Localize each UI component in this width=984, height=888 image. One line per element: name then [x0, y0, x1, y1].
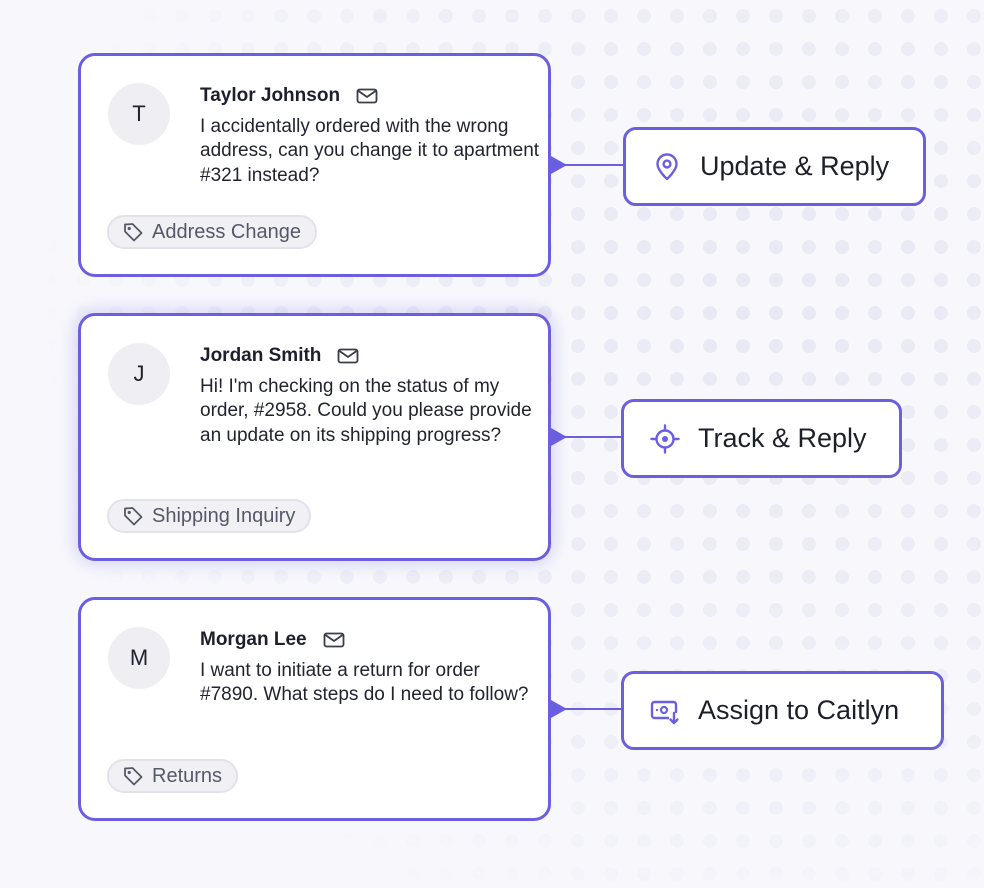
action-button-assign[interactable]: Assign to Caitlyn — [621, 671, 944, 750]
tag-icon — [124, 223, 143, 242]
tag-label: Returns — [152, 764, 223, 787]
action-label: Update & Reply — [700, 151, 890, 181]
crosshair-icon — [650, 423, 680, 454]
sender-row: Taylor Johnson — [200, 83, 378, 109]
action-button-update-reply[interactable]: Update & Reply — [623, 127, 926, 206]
tag-icon — [124, 507, 143, 526]
mail-icon — [323, 632, 345, 648]
avatar: J — [108, 343, 170, 405]
mail-icon — [338, 348, 359, 364]
connector-line — [551, 164, 626, 166]
category-tag[interactable]: Address Change — [107, 215, 317, 249]
connector-line — [551, 708, 624, 710]
avatar: T — [108, 83, 170, 145]
ticket-card[interactable]: M Morgan Lee I want to initiate a return… — [78, 597, 551, 821]
message-text: Hi! I'm checking on the status of my ord… — [200, 376, 532, 446]
ticket-card[interactable]: J Jordan Smith Hi! I'm checking on the s… — [78, 313, 551, 561]
sender-name: Jordan Smith — [200, 345, 322, 366]
action-button-track-reply[interactable]: Track & Reply — [621, 399, 902, 478]
ticket-card[interactable]: T Taylor Johnson I accidentally ordered … — [78, 53, 551, 277]
tag-icon — [124, 767, 143, 786]
tag-label: Shipping Inquiry — [152, 504, 296, 527]
sender-name: Taylor Johnson — [200, 85, 341, 106]
connector-arrow — [551, 428, 567, 446]
avatar: M — [108, 627, 170, 689]
location-pin-icon — [656, 152, 678, 180]
connector-line — [551, 436, 624, 438]
assign-user-icon — [650, 700, 679, 725]
message-text: I accidentally ordered with the wrong ad… — [200, 116, 540, 186]
mail-icon — [356, 88, 378, 104]
tag-label: Address Change — [152, 220, 301, 243]
connector-arrow — [551, 700, 567, 718]
message-text: I want to initiate a return for order #7… — [200, 660, 529, 706]
category-tag[interactable]: Shipping Inquiry — [107, 499, 312, 533]
sender-row: Jordan Smith — [200, 343, 359, 369]
sender-row: Morgan Lee — [200, 627, 345, 653]
connector-arrow — [551, 156, 567, 174]
sender-name: Morgan Lee — [200, 629, 307, 650]
action-label: Track & Reply — [698, 423, 867, 453]
category-tag[interactable]: Returns — [107, 759, 239, 793]
action-label: Assign to Caitlyn — [698, 695, 900, 725]
